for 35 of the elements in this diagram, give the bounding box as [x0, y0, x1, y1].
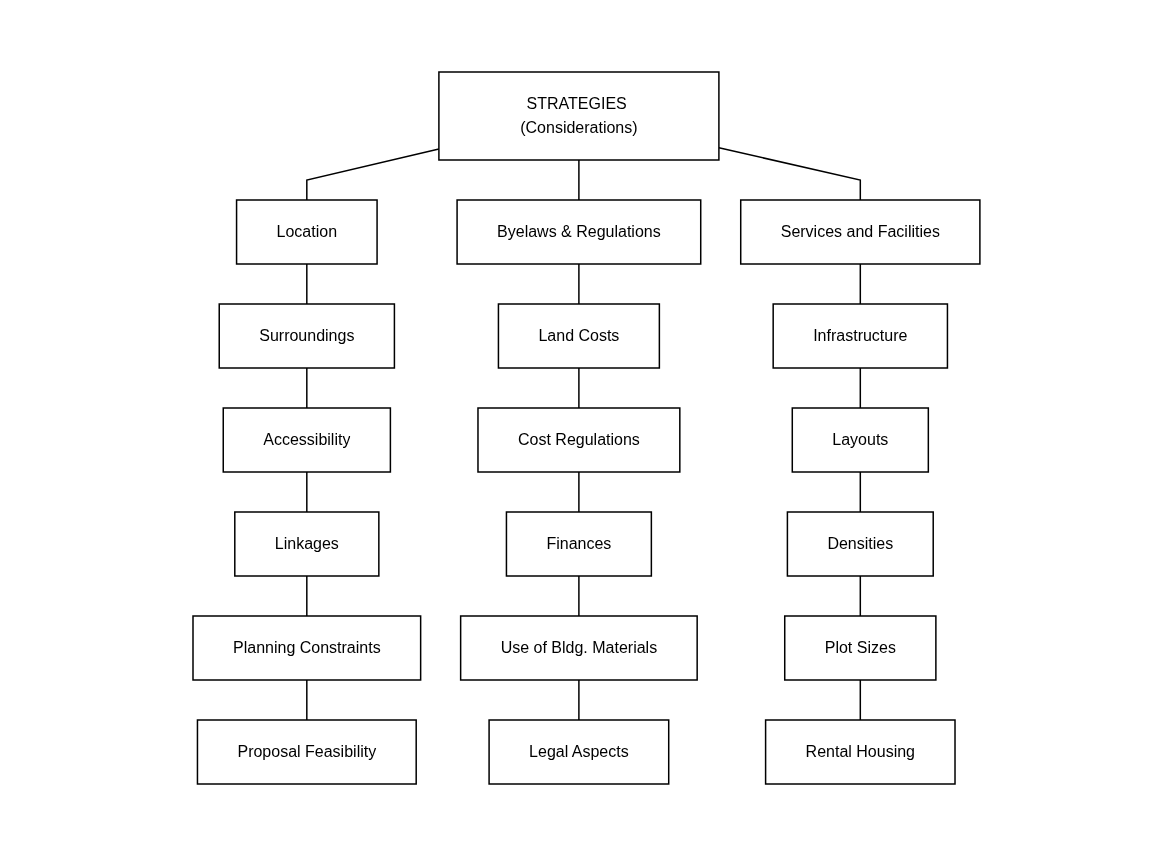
connector [577, 263, 580, 305]
node-box: Cost Regulations [476, 407, 681, 473]
node-box: Byelaws & Regulations [455, 199, 701, 265]
connector [859, 679, 861, 721]
node-box: Surroundings [218, 303, 395, 369]
node-box: Linkages [233, 511, 380, 577]
connector [577, 575, 580, 617]
connector [859, 471, 861, 513]
node-box: Rental Housing [764, 719, 956, 785]
node-box: Plot Sizes [783, 615, 937, 681]
connector [305, 471, 308, 513]
connector [305, 367, 308, 409]
connector [859, 575, 861, 617]
node-box: Layouts [791, 407, 929, 473]
connector [859, 263, 861, 305]
node-box: STRATEGIES (Considerations) [437, 71, 720, 161]
node-box: Services and Facilities [739, 199, 981, 265]
node-box: Proposal Feasibility [196, 719, 417, 785]
connector [577, 471, 580, 513]
connector [305, 575, 308, 617]
node-box: Land Costs [497, 303, 660, 369]
node-box: Location [235, 199, 378, 265]
node-box: Infrastructure [771, 303, 948, 369]
node-box: Finances [505, 511, 652, 577]
connector [577, 679, 580, 721]
node-box: Planning Constraints [191, 615, 421, 681]
connector [305, 679, 308, 721]
node-box: Use of Bldg. Materials [459, 615, 698, 681]
connector [859, 367, 861, 409]
connector [577, 367, 580, 409]
connector [577, 159, 580, 201]
connector [305, 263, 308, 305]
node-box: Accessibility [222, 407, 391, 473]
node-box: Densities [786, 511, 934, 577]
node-box: Legal Aspects [487, 719, 669, 785]
